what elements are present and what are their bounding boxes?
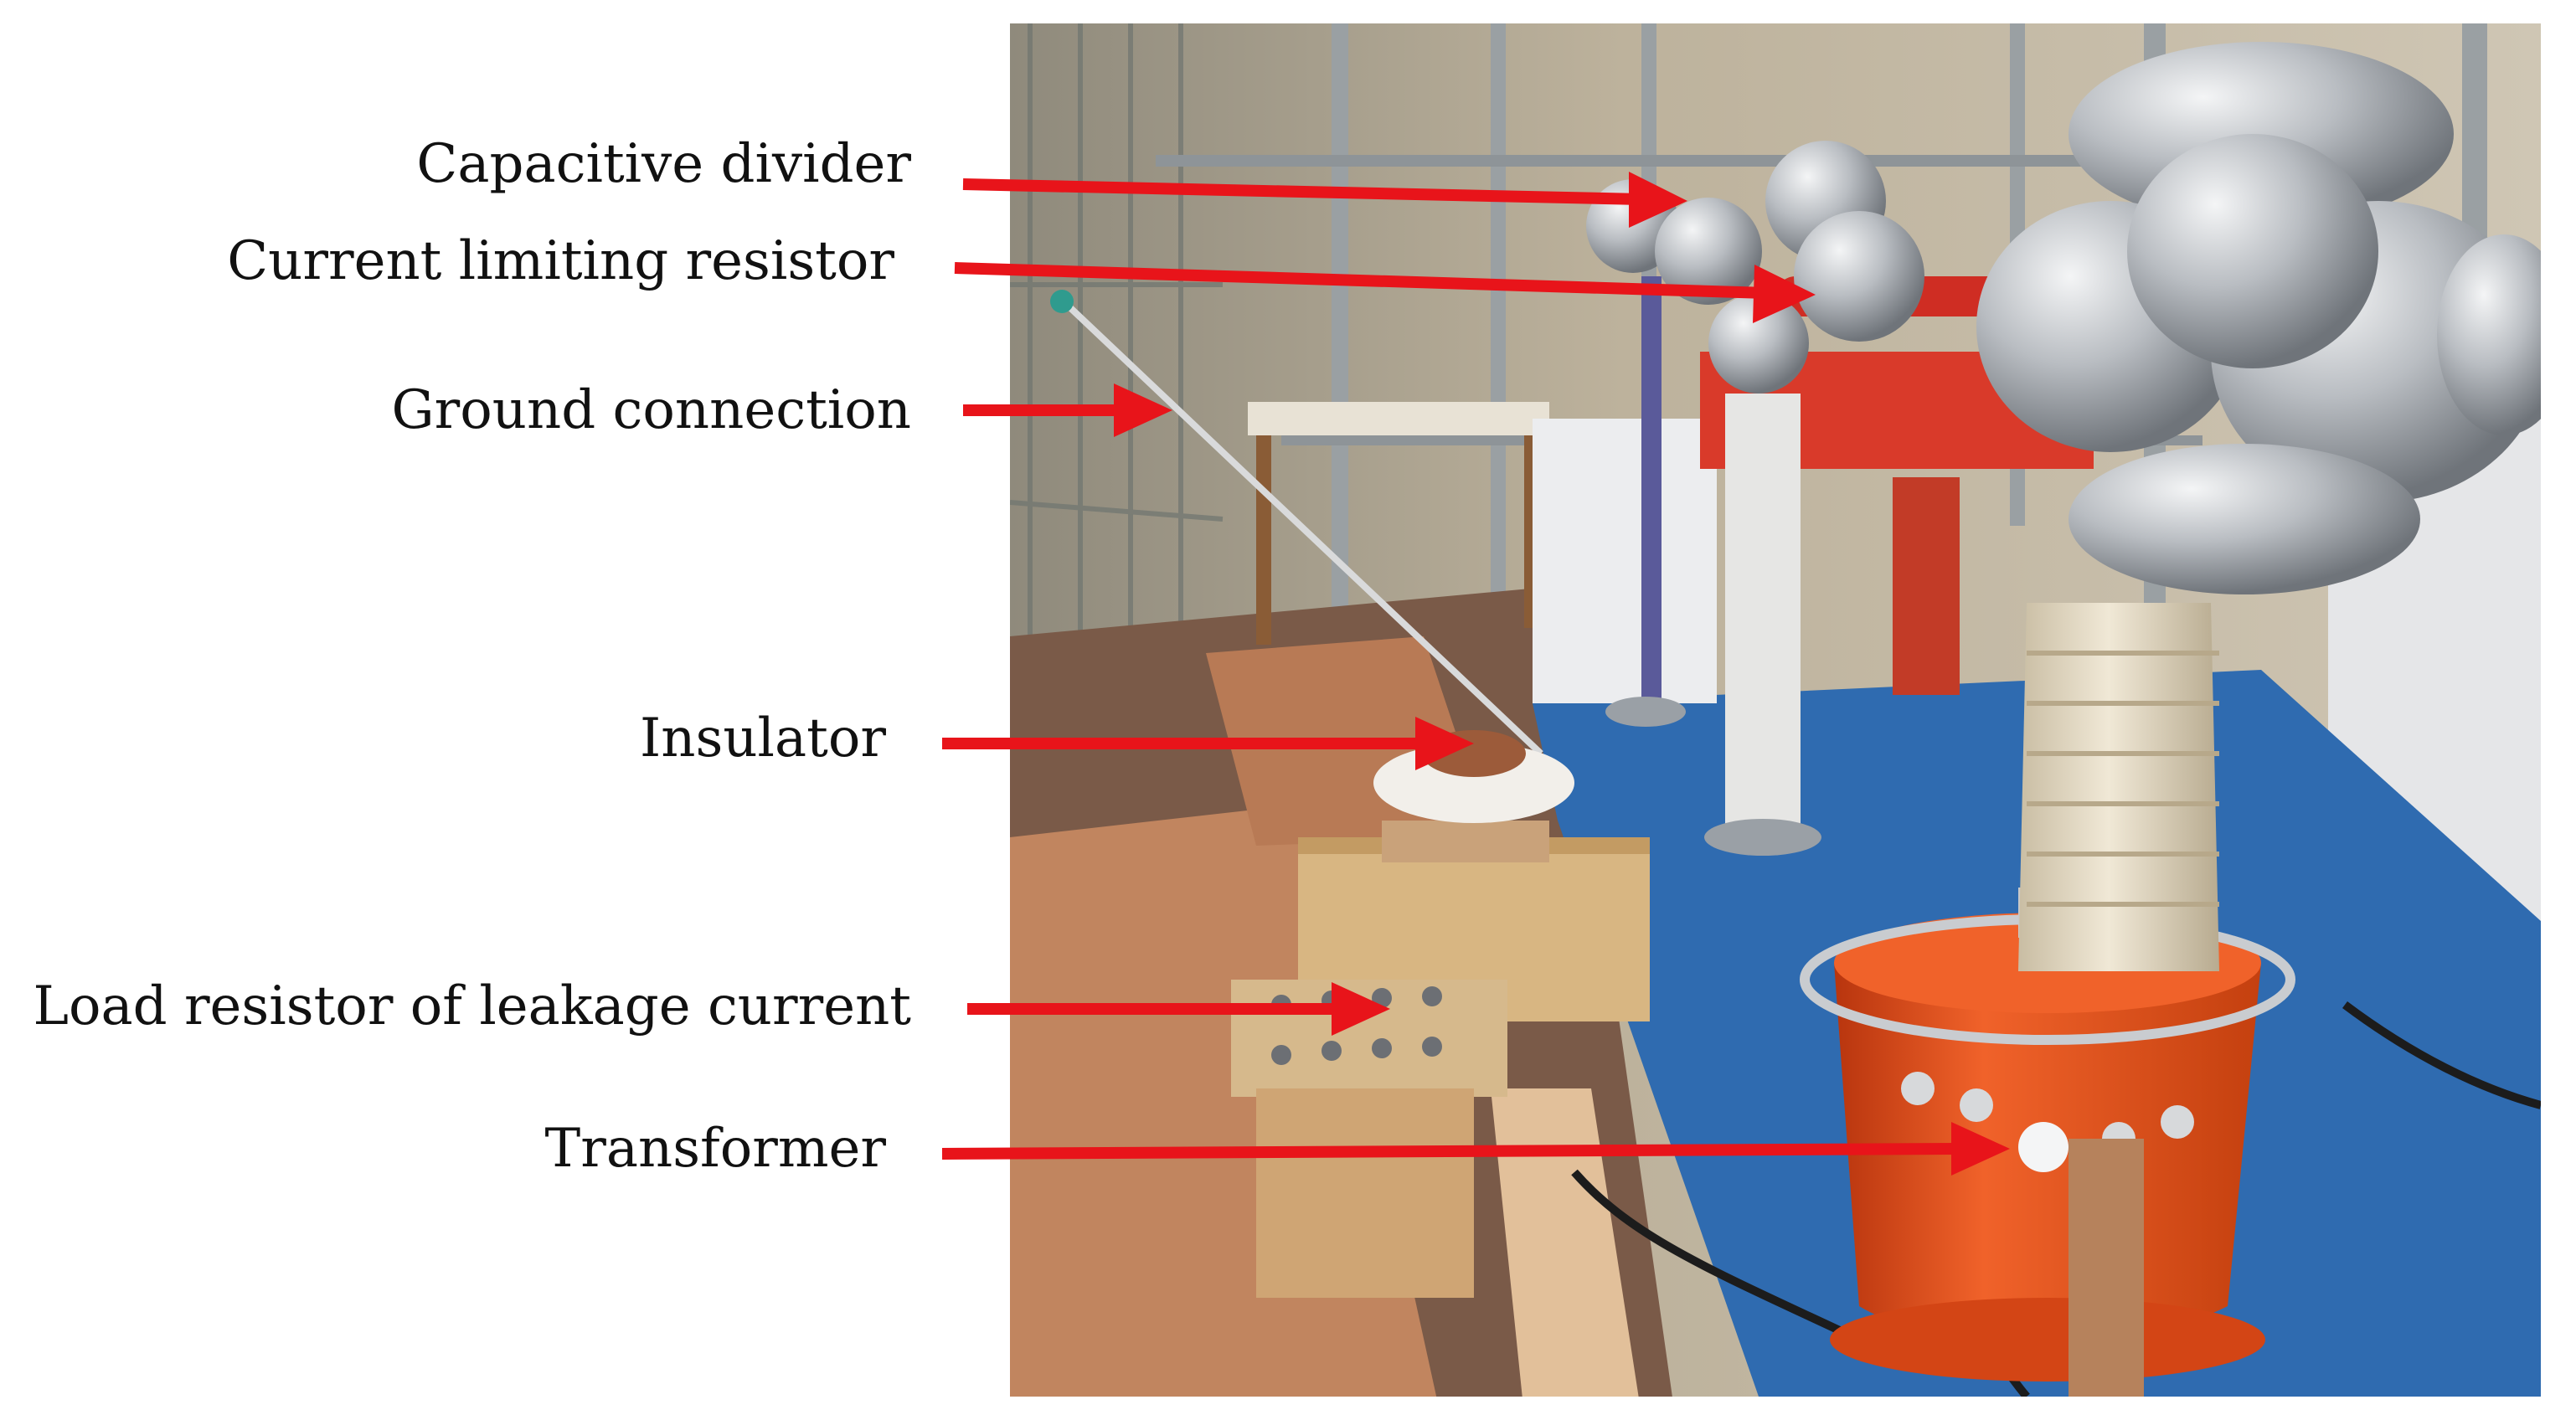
- label-transformer: Transformer: [544, 1118, 886, 1180]
- arrow-transformer: [941, 1122, 2010, 1176]
- white-screen: [1533, 419, 1717, 703]
- photo-region: [1010, 23, 2541, 1397]
- load-resistor-box: [1231, 980, 1507, 1298]
- label-load-resistor: Load resistor of leakage current: [33, 975, 911, 1037]
- ground-rod: [1061, 299, 1543, 756]
- arrow-capacitive-divider: [962, 172, 1687, 228]
- label-capacitive-divider: Capacitive divider: [416, 133, 911, 195]
- label-ground-connection: Ground connection: [391, 379, 911, 441]
- arrow-insulator: [942, 717, 1474, 770]
- wood-strip: [1491, 1088, 1639, 1397]
- arrow-load-resistor: [967, 982, 1390, 1036]
- wall-rail: [1156, 155, 2161, 167]
- red-post: [1893, 477, 1960, 695]
- ground-clamp: [1050, 290, 1074, 313]
- label-insulator: Insulator: [639, 708, 886, 769]
- arrow-current-limiting-resistor: [954, 262, 1816, 323]
- annotation-arrows: [941, 172, 2010, 1176]
- transformer-assembly: [1800, 42, 2541, 1397]
- capacitive-divider-assembly: [1586, 141, 1924, 856]
- arrow-ground-connection: [963, 383, 1172, 437]
- label-current-limiting-resistor: Current limiting resistor: [227, 230, 894, 292]
